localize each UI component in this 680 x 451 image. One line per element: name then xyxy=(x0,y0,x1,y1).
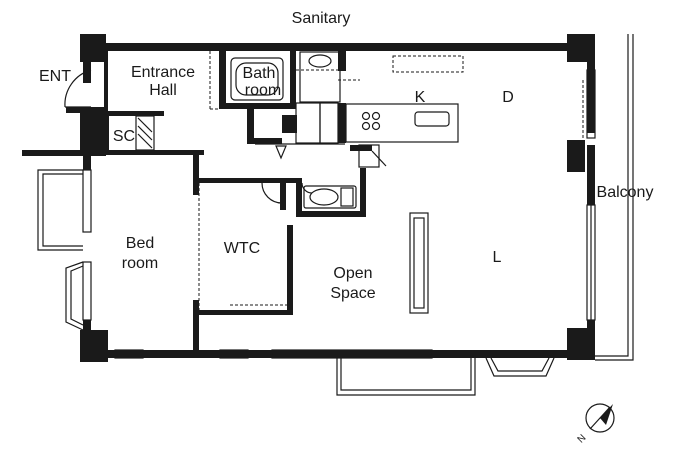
label-wtc: WTC xyxy=(224,240,260,257)
washbasin xyxy=(299,51,341,103)
kitchen-counter xyxy=(345,103,459,143)
label-entrance-hall-line1: Entrance xyxy=(131,64,195,81)
label-living: L xyxy=(493,249,502,266)
label-ent: ENT xyxy=(39,68,71,85)
sc-shelving xyxy=(135,115,155,151)
label-open-space-line2: Space xyxy=(330,285,375,302)
interior-doors xyxy=(255,102,387,205)
label-open-space-line1: Open xyxy=(333,265,372,282)
label-bedroom-line2: room xyxy=(122,255,158,272)
label-sanitary: Sanitary xyxy=(292,10,351,27)
compass-icon xyxy=(585,403,615,433)
label-bathroom-line2: room xyxy=(245,82,281,99)
label-kitchen: K xyxy=(415,89,426,106)
label-sc: SC xyxy=(113,128,135,145)
dashed-lines xyxy=(159,51,584,310)
balcony-railings xyxy=(37,34,634,396)
entrance-door xyxy=(64,69,104,113)
label-bedroom-line1: Bed xyxy=(126,235,154,252)
label-bathroom-line1: Bath xyxy=(243,65,276,82)
room-labels: Sanitary ENT Entrance Hall Bath room SC … xyxy=(39,10,653,446)
interior-walls xyxy=(104,51,372,350)
toilet xyxy=(303,185,357,209)
label-compass-north: N xyxy=(576,433,589,446)
label-balcony: Balcony xyxy=(597,184,654,201)
bathtub xyxy=(230,57,284,101)
tv-cabinet xyxy=(409,212,429,314)
label-dining: D xyxy=(502,89,514,106)
windows xyxy=(82,69,596,359)
label-entrance-hall-line2: Hall xyxy=(149,82,177,99)
bay-windows xyxy=(65,261,555,377)
